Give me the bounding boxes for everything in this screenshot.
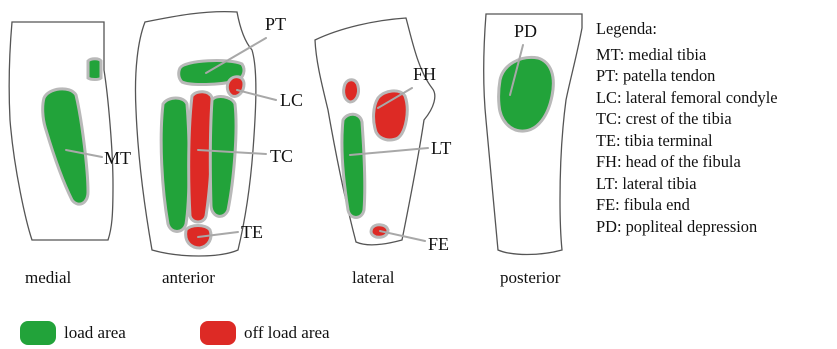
- lc-label: LC: [280, 90, 303, 110]
- fh-off-load-area: [374, 91, 408, 140]
- view-label-posterior: posterior: [500, 268, 561, 287]
- legend-entry-te: TE: tibia terminal: [596, 130, 837, 152]
- legend-entry-pt: PT: patella tendon: [596, 65, 837, 87]
- legend-entry-tc: TC: crest of the tibia: [596, 108, 837, 130]
- anterior-left-load-area: [161, 98, 189, 232]
- pt-label: PT: [265, 14, 286, 34]
- posterior-limb-outline: [484, 14, 582, 255]
- legend: Legenda: MT: medial tibia PT: patella te…: [596, 18, 837, 237]
- lateral-upper-off-load-area: [344, 80, 359, 102]
- anterior-view: PT LC TC TE: [135, 12, 303, 256]
- legend-entry-lc: LC: lateral femoral condyle: [596, 87, 837, 109]
- load-area-swatch: [20, 321, 56, 345]
- load-area-key-label: load area: [64, 323, 126, 343]
- legend-entry-lt: LT: lateral tibia: [596, 173, 837, 195]
- off-load-area-key-label: off load area: [244, 323, 330, 343]
- lt-load-area: [342, 114, 365, 217]
- view-label-medial: medial: [25, 268, 72, 287]
- legend-entry-mt: MT: medial tibia: [596, 44, 837, 66]
- medial-view: MT: [9, 22, 131, 240]
- legend-entry-pd: PD: popliteal depression: [596, 216, 837, 238]
- pd-label: PD: [514, 21, 537, 41]
- fe-label: FE: [428, 234, 449, 254]
- off-load-area-swatch: [200, 321, 236, 345]
- view-label-anterior: anterior: [162, 268, 215, 287]
- medial-upper-load-area: [88, 59, 101, 80]
- off-load-area-key: off load area: [200, 320, 330, 346]
- lateral-view: FH LT FE: [315, 18, 451, 254]
- legend-entry-fh: FH: head of the fibula: [596, 151, 837, 173]
- legend-title: Legenda:: [596, 18, 837, 40]
- te-label: TE: [241, 222, 263, 242]
- load-area-key: load area: [20, 320, 126, 346]
- posterior-view: PD: [484, 14, 582, 255]
- legend-entry-fe: FE: fibula end: [596, 194, 837, 216]
- lc-off-load-area: [227, 77, 244, 97]
- view-label-lateral: lateral: [352, 268, 395, 287]
- tc-label: TC: [270, 146, 293, 166]
- lt-label: LT: [431, 138, 451, 158]
- fh-label: FH: [413, 64, 436, 84]
- mt-label: MT: [104, 148, 131, 168]
